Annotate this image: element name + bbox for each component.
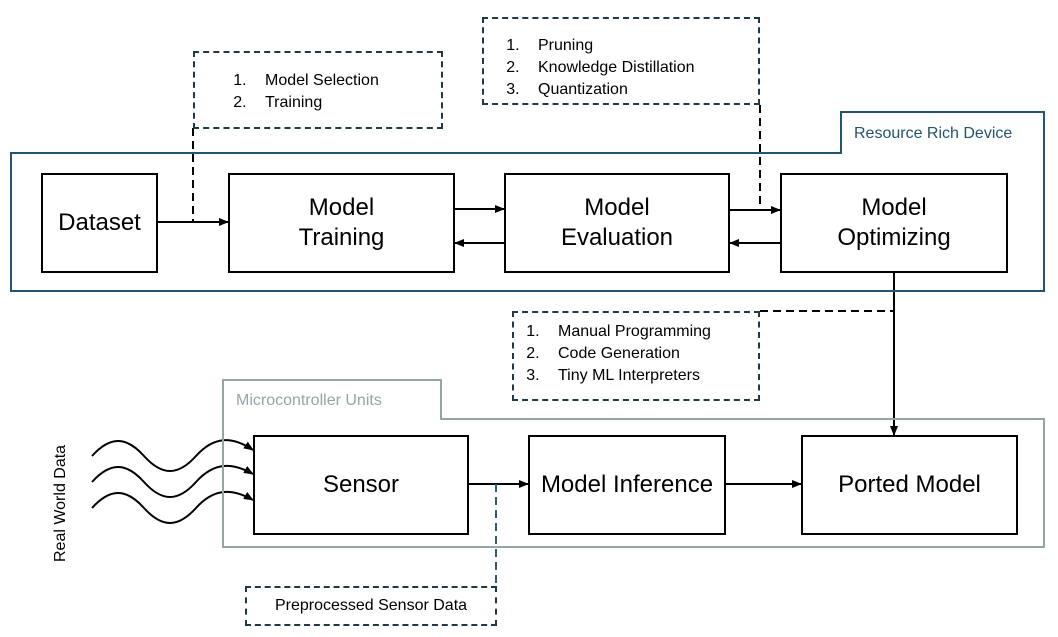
model-optimizing-box: Model Optimizing	[780, 173, 1008, 273]
sensor-box: Sensor	[253, 435, 469, 535]
optimization-step: Pruning	[524, 35, 758, 57]
microcontroller-units-region	[222, 418, 1045, 548]
training-steps-note: Model Selection Training	[193, 51, 443, 129]
training-step: Model Selection	[251, 70, 441, 92]
preprocessed-sensor-data-label: Preprocessed Sensor Data	[274, 597, 468, 614]
real-world-data-label: Real World Data	[52, 444, 69, 562]
optimization-steps-note: Pruning Knowledge Distillation Quantizat…	[482, 17, 760, 105]
model-inference-box: Model Inference	[528, 435, 726, 535]
microcontroller-units-label: Microcontroller Units	[222, 379, 442, 420]
ported-model-box: Ported Model	[801, 435, 1018, 535]
optimization-step: Quantization	[524, 79, 758, 101]
resource-rich-device-region	[10, 152, 1045, 292]
porting-step: Code Generation	[544, 343, 758, 365]
dataset-box: Dataset	[41, 173, 158, 273]
porting-steps-note: Manual Programming Code Generation Tiny …	[512, 311, 760, 401]
training-step: Training	[251, 92, 441, 114]
porting-step: Manual Programming	[544, 321, 758, 343]
porting-step: Tiny ML Interpreters	[544, 365, 758, 387]
preprocessed-sensor-data-note: Preprocessed Sensor Data	[245, 586, 497, 626]
optimization-step: Knowledge Distillation	[524, 57, 758, 79]
model-evaluation-box: Model Evaluation	[504, 173, 730, 273]
resource-rich-device-label: Resource Rich Device	[840, 111, 1045, 154]
model-training-box: Model Training	[228, 173, 455, 273]
